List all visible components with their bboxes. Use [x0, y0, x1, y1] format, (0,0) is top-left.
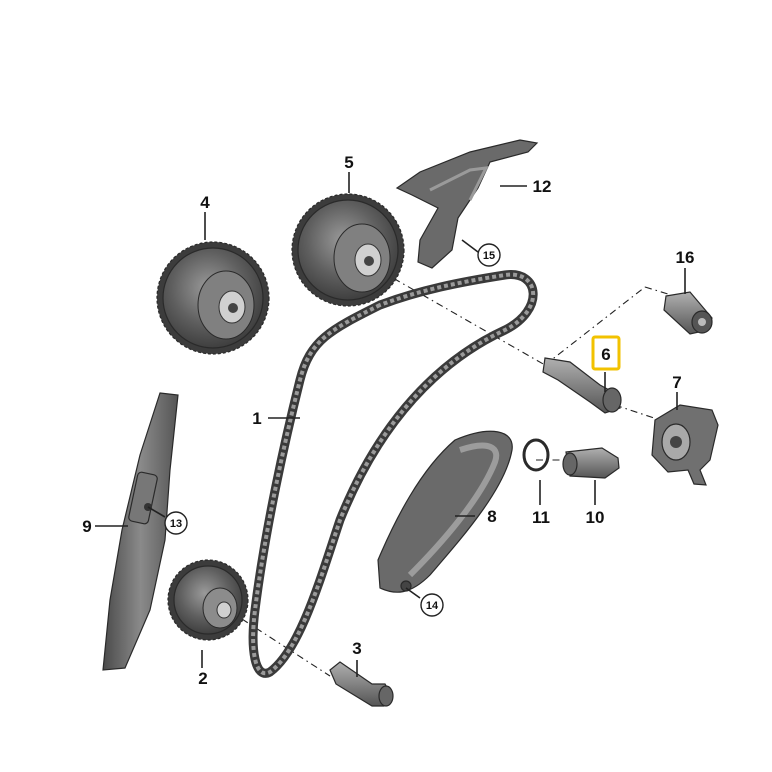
sleeve: [663, 291, 713, 335]
highlight-box: [591, 335, 621, 371]
callout-2: 2: [198, 669, 207, 688]
sprocket-bolt: [329, 661, 394, 707]
chain-guide-bracket: [395, 139, 539, 269]
circled-callout-14: 14: [420, 593, 444, 617]
chain-tensioner-plunger: [562, 447, 620, 479]
callout-10: 10: [586, 508, 605, 527]
crankshaft-sprocket: [167, 559, 249, 641]
camshaft-adjuster-exhaust: [291, 193, 405, 307]
leader-lines: [95, 172, 686, 677]
callout-11: 11: [532, 508, 550, 527]
seal-ring: [522, 438, 550, 472]
callout-6: 6: [601, 345, 610, 364]
timing-chain: [248, 270, 538, 678]
callout-4: 4: [200, 193, 210, 212]
camshaft-adjuster-intake: [156, 241, 270, 355]
callout-7: 7: [672, 373, 681, 392]
tensioner-rail-right: [377, 430, 513, 593]
svg-text:13: 13: [170, 518, 182, 530]
guide-rail-left: [102, 392, 179, 671]
callout-16: 16: [676, 248, 695, 267]
solenoid-valve: [651, 404, 719, 486]
callout-3: 3: [352, 639, 361, 658]
callout-9: 9: [82, 517, 91, 536]
circled-callout-13: 13: [164, 511, 188, 535]
callout-1: 1: [252, 409, 261, 428]
callout-5: 5: [344, 153, 353, 172]
svg-text:15: 15: [483, 250, 495, 262]
circled-callout-15: 15: [477, 243, 501, 267]
callouts: 1 2 3 4 5 7 8 9 10 11 12 16 6 13 14 15: [82, 153, 694, 688]
svg-text:14: 14: [426, 600, 439, 612]
callout-8: 8: [487, 507, 496, 526]
central-bolt: [542, 357, 622, 414]
callout-12: 12: [533, 177, 552, 196]
